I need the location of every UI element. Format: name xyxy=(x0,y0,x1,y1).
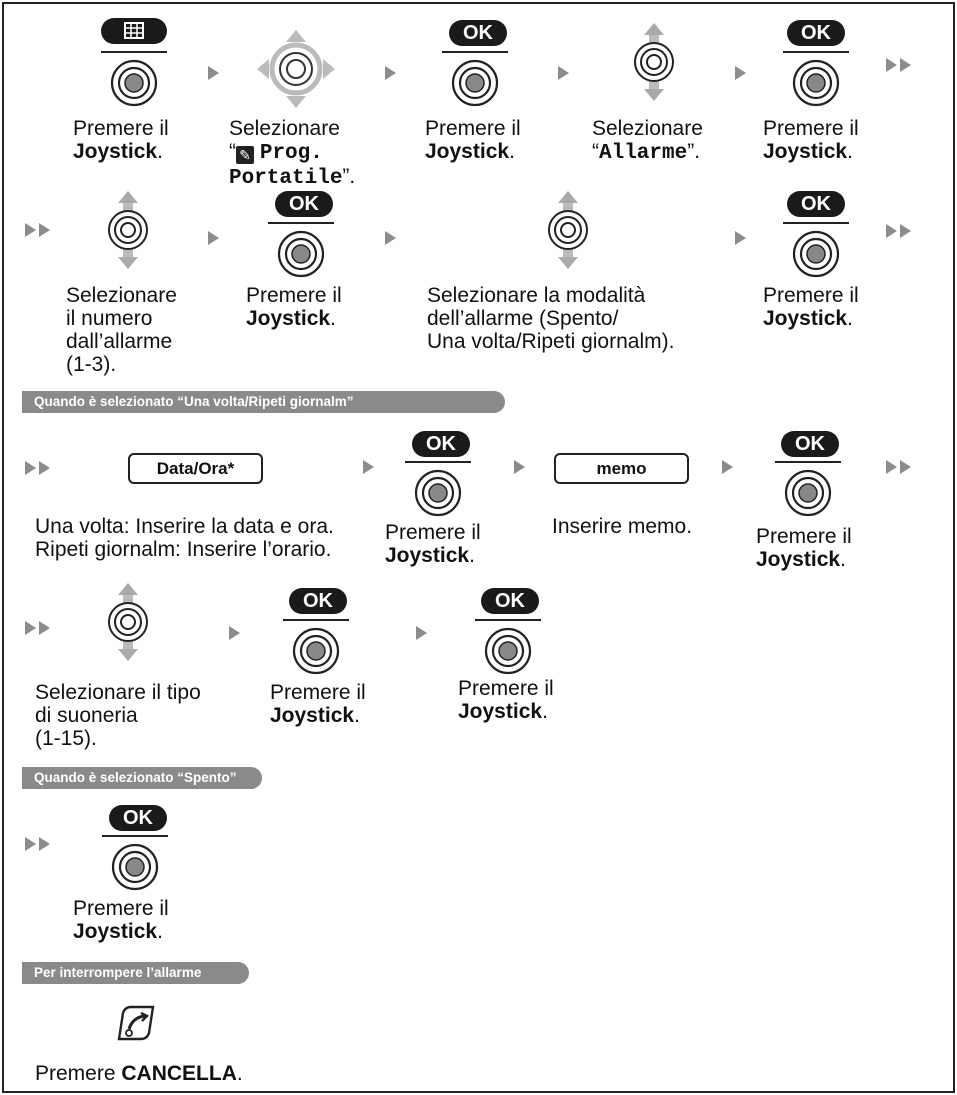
pen-icon: ✎ xyxy=(236,146,254,164)
arrow-right-icon xyxy=(208,231,220,245)
step-2-caption: Selezionare“✎ Prog.Portatile”. xyxy=(229,117,356,190)
joystick-press-icon[interactable] xyxy=(783,50,849,110)
arrow-right-icon xyxy=(735,231,747,245)
arrow-right-icon xyxy=(229,626,241,640)
arrow-right-icon xyxy=(385,66,397,80)
double-arrow-right-icon xyxy=(886,224,912,238)
step-data-ora-caption: Una volta: Inserire la data e ora.Ripeti… xyxy=(35,515,334,561)
double-arrow-right-icon xyxy=(25,461,51,475)
joystick-press-icon[interactable] xyxy=(475,618,541,678)
ok-icon[interactable]: OK xyxy=(787,191,845,217)
ok-icon[interactable]: OK xyxy=(781,431,839,457)
cancel-key-icon[interactable] xyxy=(115,1003,157,1043)
ok-icon[interactable]: OK xyxy=(109,805,167,831)
memo-field[interactable]: memo xyxy=(554,453,689,484)
arrow-right-icon xyxy=(363,460,375,474)
joystick-up-down-icon[interactable] xyxy=(104,583,152,661)
joystick-press-icon[interactable] xyxy=(283,618,349,678)
double-arrow-right-icon xyxy=(25,223,51,237)
section-spento-header: Quando è selezionato “Spento” xyxy=(22,767,262,789)
step-memo-caption: Inserire memo. xyxy=(552,515,693,538)
joystick-press-icon[interactable] xyxy=(405,460,471,520)
arrow-right-icon xyxy=(208,66,220,80)
double-arrow-right-icon xyxy=(25,621,51,635)
section-interrompere-header: Per interrompere l’allarme xyxy=(22,962,249,984)
step-4-caption: Selezionare“Allarme”. xyxy=(592,117,703,165)
menu-grid-icon[interactable] xyxy=(101,18,167,44)
joystick-up-down-icon[interactable] xyxy=(544,191,592,269)
arrow-right-icon xyxy=(735,66,747,80)
joystick-up-down-icon[interactable] xyxy=(630,23,678,101)
data-ora-field[interactable]: Data/Ora* xyxy=(128,453,263,484)
joystick-up-down-icon[interactable] xyxy=(104,191,152,269)
double-arrow-right-icon xyxy=(886,460,912,474)
joystick-press-icon[interactable] xyxy=(268,221,334,281)
ok-icon[interactable]: OK xyxy=(787,20,845,46)
arrow-right-icon xyxy=(416,626,428,640)
step-cancella-caption: Premere CANCELLA. xyxy=(35,1062,243,1085)
ok-icon[interactable]: OK xyxy=(449,20,507,46)
arrow-right-icon xyxy=(514,460,526,474)
ok-icon[interactable]: OK xyxy=(289,588,347,614)
joystick-press-icon[interactable] xyxy=(783,221,849,281)
arrow-right-icon xyxy=(722,460,734,474)
ok-icon[interactable]: OK xyxy=(275,191,333,217)
arrow-right-icon xyxy=(558,66,570,80)
joystick-press-icon[interactable] xyxy=(775,460,841,520)
joystick-press-icon[interactable] xyxy=(101,50,167,110)
joystick-press-icon[interactable] xyxy=(442,50,508,110)
ok-icon[interactable]: OK xyxy=(412,431,470,457)
joystick-four-way-icon[interactable] xyxy=(257,30,335,108)
double-arrow-right-icon xyxy=(886,58,912,72)
arrow-right-icon xyxy=(385,231,397,245)
ok-icon[interactable]: OK xyxy=(481,588,539,614)
double-arrow-right-icon xyxy=(25,837,51,851)
section-una-volta-header: Quando è selezionato “Una volta/Ripeti g… xyxy=(22,391,505,413)
joystick-press-icon[interactable] xyxy=(102,834,168,894)
